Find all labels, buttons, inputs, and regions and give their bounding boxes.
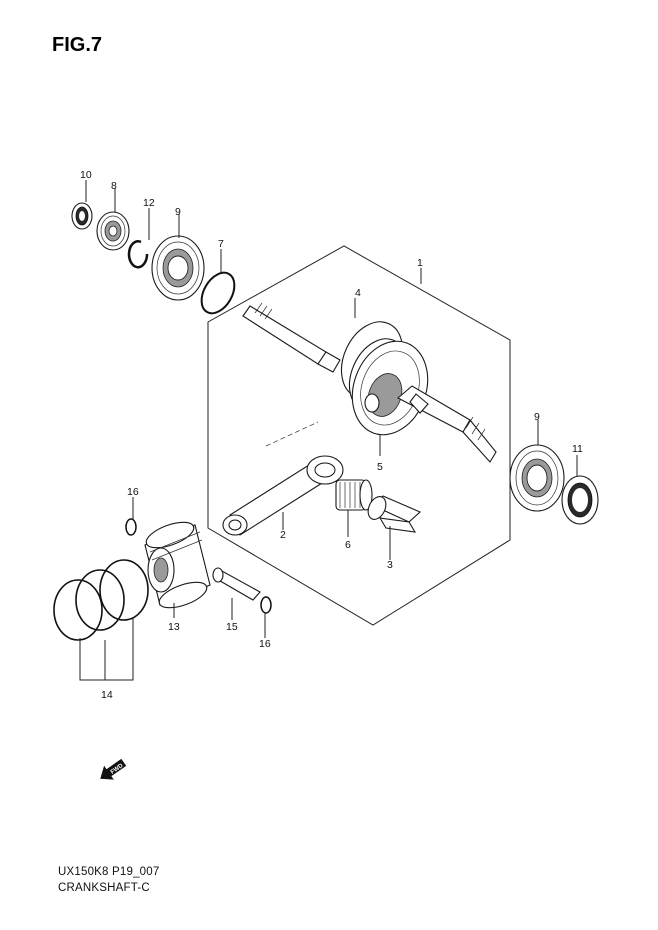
piston-pin-clip-16-upper [125, 518, 137, 536]
bearing-9-right [509, 444, 565, 512]
piston-pin-clip-16-lower [260, 596, 272, 614]
callout-10: 10 [80, 169, 92, 181]
callout-1: 1 [417, 257, 423, 269]
oil-seal-10 [71, 202, 93, 230]
callout-16-upper: 16 [127, 486, 139, 498]
bearing-9-left [151, 235, 205, 301]
assembly-outline [207, 245, 511, 626]
callout-12: 12 [143, 197, 155, 209]
callout-3: 3 [387, 559, 393, 571]
oil-seal-11 [561, 475, 599, 525]
callout-11: 11 [572, 443, 583, 455]
callout-4: 4 [355, 287, 361, 299]
piston-rings-14 [53, 559, 149, 641]
callout-2: 2 [280, 529, 286, 541]
assembly-dash-leader [265, 421, 319, 447]
callout-labels: 1 4 5 6 3 2 9 11 10 8 12 9 7 16 13 15 16… [80, 169, 583, 701]
callout-5: 5 [377, 461, 383, 473]
needle-bearing-6 [335, 479, 373, 511]
callout-15: 15 [226, 621, 238, 633]
callout-13: 13 [168, 621, 180, 633]
diagram-code: UX150K8 P19_007 [58, 866, 160, 878]
callout-7: 7 [218, 238, 224, 250]
ring-7 [200, 271, 236, 315]
callout-6: 6 [345, 539, 351, 551]
piston-pin-15 [212, 567, 261, 601]
callout-9-right: 9 [534, 411, 540, 423]
callout-14: 14 [101, 689, 113, 701]
bearing-8 [96, 211, 130, 251]
connecting-rod-2 [222, 455, 344, 536]
crank-pin-3 [367, 495, 422, 533]
diagram-name: CRANKSHAFT-C [58, 882, 150, 894]
callout-16-lower: 16 [259, 638, 271, 650]
leader-lines [79, 180, 578, 681]
callout-9-left: 9 [175, 206, 181, 218]
crankshaft-4 [242, 302, 497, 463]
circlip-12 [127, 240, 149, 269]
piston-13 [144, 521, 211, 609]
figure-title: FIG.7 [52, 34, 103, 56]
callout-8: 8 [111, 180, 117, 192]
fwd-arrow-icon: FWD [100, 758, 127, 780]
